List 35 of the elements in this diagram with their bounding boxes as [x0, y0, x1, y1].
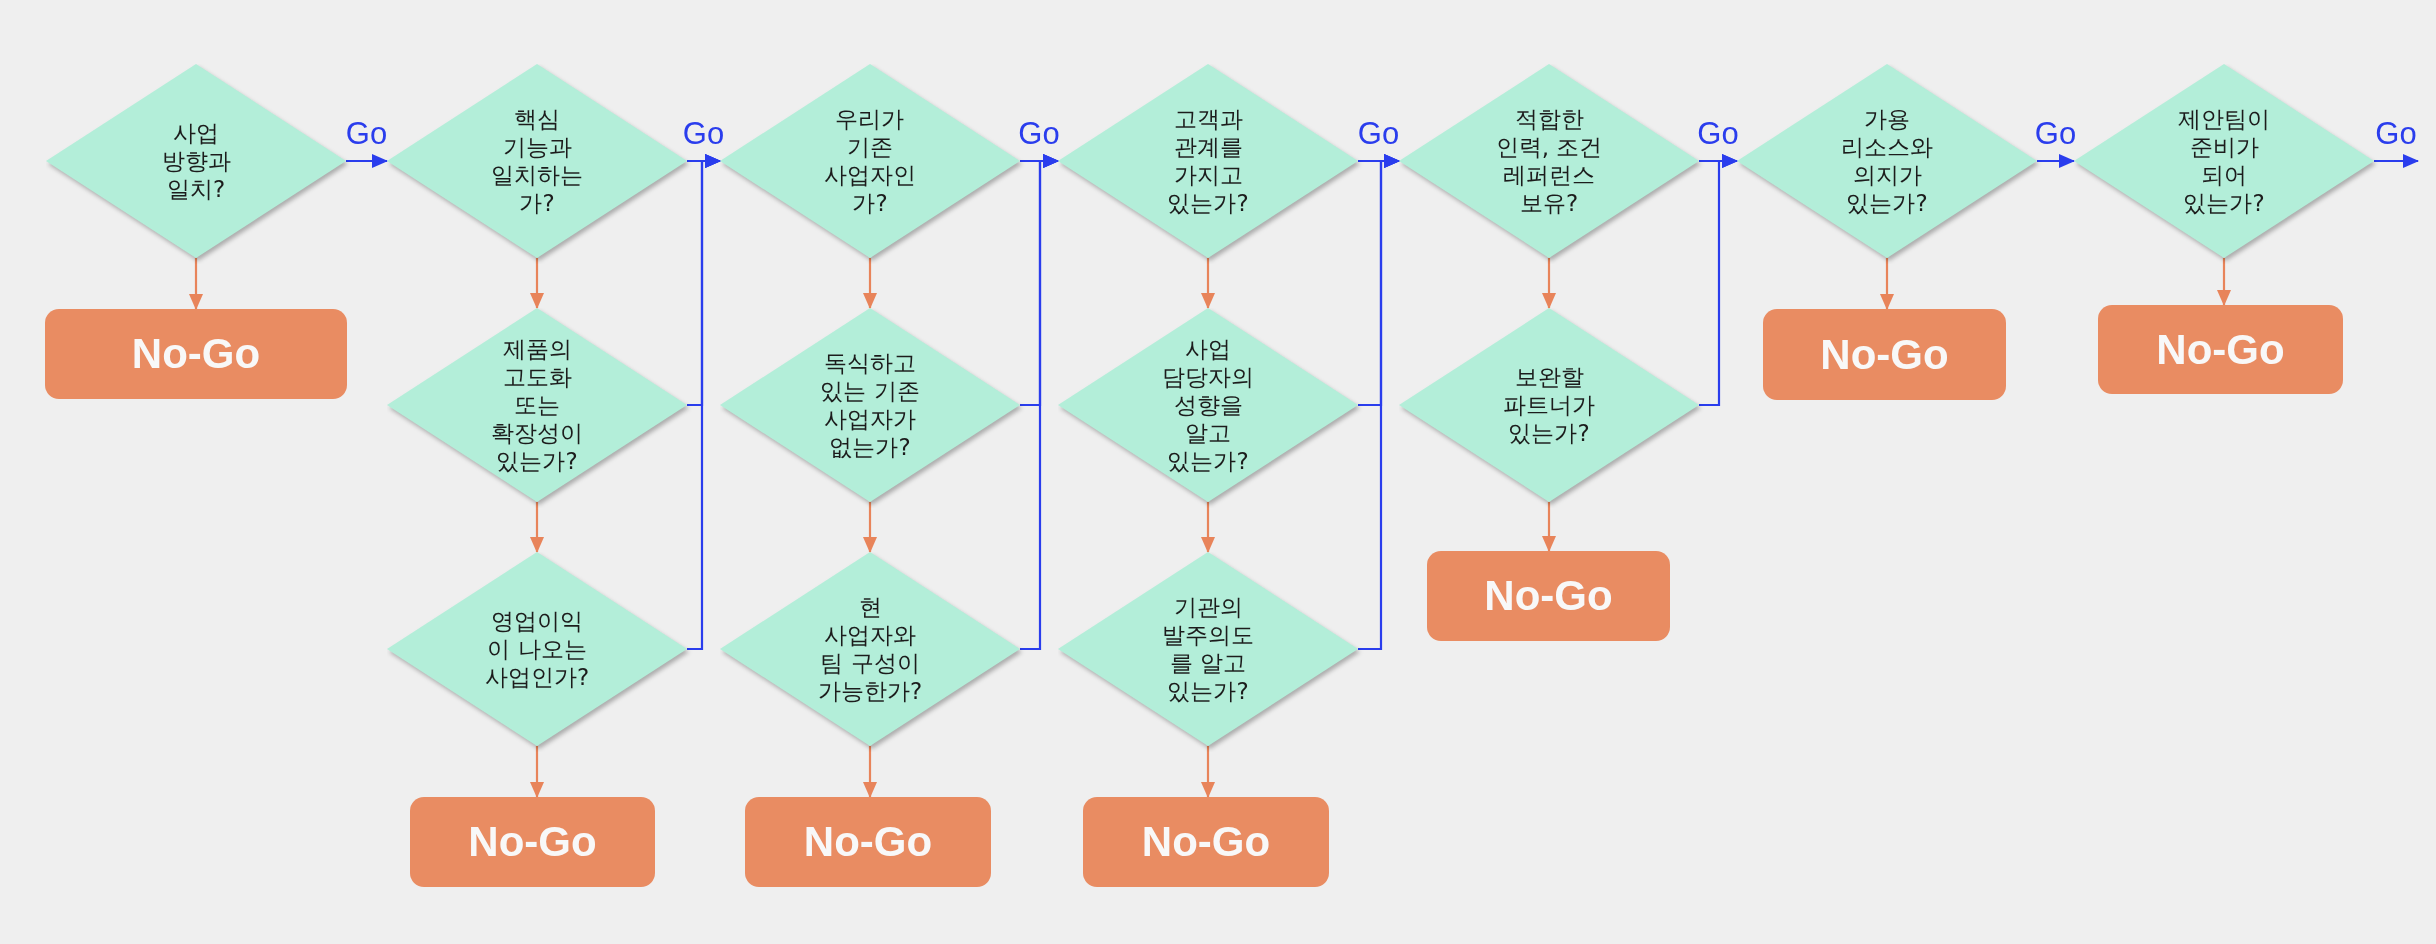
arrow [1020, 154, 1059, 651]
arrow [863, 746, 877, 798]
terminal-box: No-Go [1427, 551, 1670, 641]
arrow [2374, 154, 2419, 168]
edge-label: Go [345, 118, 388, 150]
arrow [346, 154, 388, 168]
terminal-box: No-Go [1763, 309, 2006, 400]
arrow [863, 502, 877, 553]
arrow [2217, 258, 2231, 306]
arrow [687, 154, 721, 651]
terminal-box: No-Go [2098, 305, 2343, 394]
arrow [530, 746, 544, 798]
arrow [530, 258, 544, 309]
edge-label: Go [682, 118, 725, 150]
arrow [1699, 154, 1738, 407]
arrow [1880, 258, 1894, 310]
arrow [1542, 258, 1556, 309]
arrow [1542, 502, 1556, 552]
edge-label: Go [1018, 118, 1060, 150]
arrow [1201, 746, 1215, 798]
edge-label: Go [1357, 118, 1400, 150]
terminal-box: No-Go [45, 309, 347, 399]
terminal-box: No-Go [1083, 797, 1329, 887]
edge-label: Go [1697, 118, 1739, 150]
arrow [863, 258, 877, 309]
edge-label: Go [2034, 118, 2077, 150]
arrow [530, 502, 544, 553]
terminal-box: No-Go [745, 797, 991, 887]
arrow [1358, 154, 1400, 651]
arrow [1201, 258, 1215, 309]
arrow [1201, 502, 1215, 553]
arrow [189, 258, 203, 310]
arrow [2037, 154, 2075, 168]
terminal-box: No-Go [410, 797, 655, 887]
edge-label: Go [2375, 118, 2417, 150]
